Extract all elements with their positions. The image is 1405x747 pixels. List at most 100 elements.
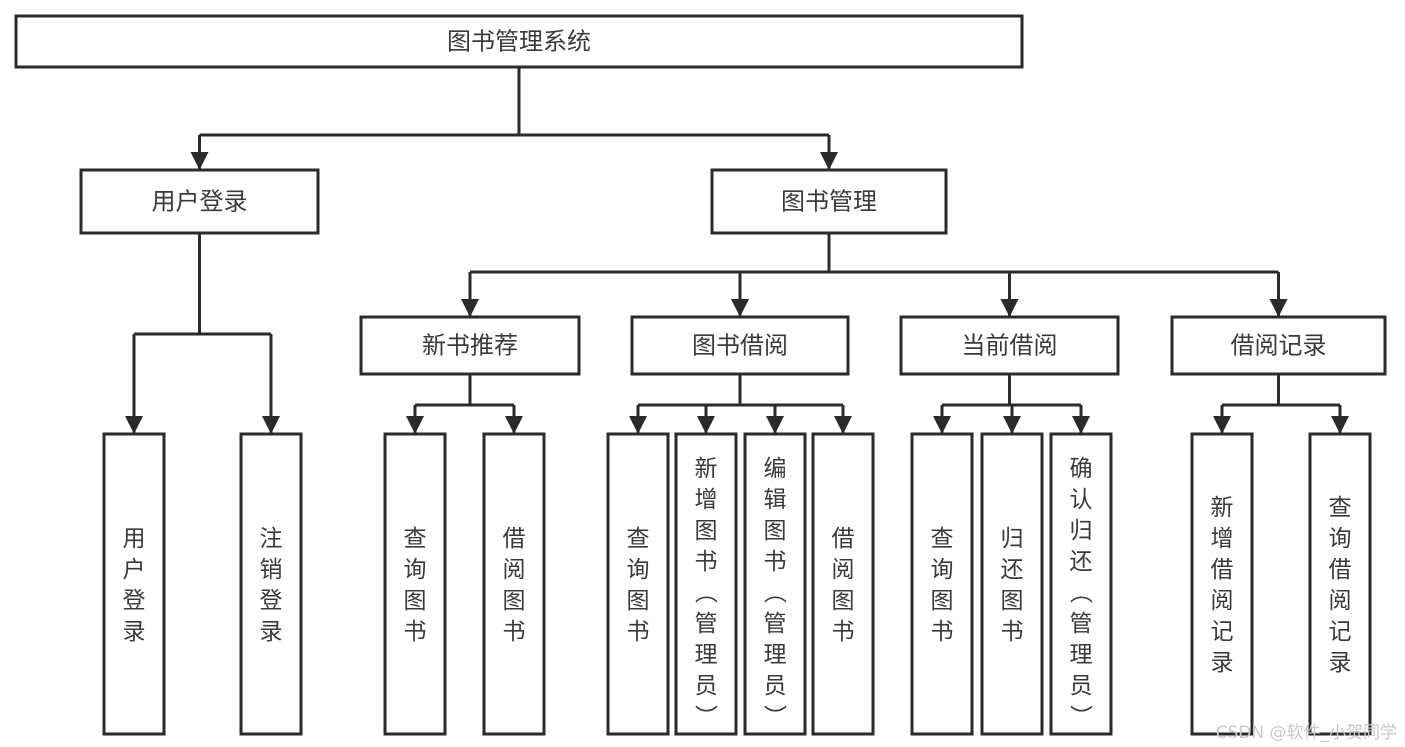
node-label-char: 图 xyxy=(503,588,526,614)
node-current-borrow[interactable]: 当前借阅 xyxy=(899,315,1120,376)
node-label-char: 录 xyxy=(260,619,283,645)
node-label-char: 书 xyxy=(404,619,427,645)
node-label-char: 员 xyxy=(1070,673,1093,699)
arrow-head xyxy=(406,416,424,434)
node-label-char: 确 xyxy=(1070,456,1093,482)
node-root[interactable]: 图书管理系统 xyxy=(14,14,1024,69)
node-box[interactable] xyxy=(14,14,1024,69)
node-label-char: 图 xyxy=(764,518,787,544)
node-new-book[interactable]: 新书推荐 xyxy=(359,315,581,376)
node-box[interactable] xyxy=(482,432,546,736)
node-label-char: 书 xyxy=(1001,619,1024,645)
node-label: 图书借阅 xyxy=(692,332,788,360)
node-box[interactable] xyxy=(899,315,1120,376)
edge-layer xyxy=(125,67,1349,434)
node-label: 当前借阅 xyxy=(962,332,1058,360)
arrow-head xyxy=(461,299,479,317)
node-box[interactable] xyxy=(359,315,581,376)
node-label-char: 管 xyxy=(1070,611,1093,637)
node-label-char: 用 xyxy=(123,526,146,552)
node-label-char: 借 xyxy=(832,526,855,552)
node-label-char: 阅 xyxy=(1211,588,1234,614)
node-label-char: 编 xyxy=(764,456,787,482)
node-label-char: 阅 xyxy=(503,557,526,583)
node-box[interactable] xyxy=(1049,432,1113,736)
node-layer: 图书管理系统用户登录图书管理新书推荐图书借阅当前借阅借阅记录用户登录注销登录查询… xyxy=(14,14,1387,736)
node-label: 图书管理 xyxy=(781,188,877,216)
node-label-char: 借 xyxy=(1211,557,1234,583)
node-leaf-login[interactable]: 用户登录 xyxy=(102,432,166,736)
node-box[interactable] xyxy=(630,315,850,376)
node-label-char: 员 xyxy=(695,673,718,699)
arrow-head xyxy=(1003,416,1021,434)
node-box[interactable] xyxy=(102,432,166,736)
arrow-head xyxy=(731,299,749,317)
node-label-char: 书 xyxy=(503,619,526,645)
arrow-head xyxy=(1213,416,1231,434)
node-box[interactable] xyxy=(743,432,807,736)
arrow-head xyxy=(190,152,209,170)
node-label-char: 查 xyxy=(404,526,427,552)
node-label-char: 理 xyxy=(695,642,718,668)
arrow-head xyxy=(820,152,838,170)
node-label-char: 录 xyxy=(123,619,146,645)
arrow-head xyxy=(1331,416,1349,434)
node-label-char: 增 xyxy=(1211,526,1234,552)
node-label-char: 询 xyxy=(404,557,427,583)
node-box[interactable] xyxy=(1190,432,1254,736)
node-borrow-record[interactable]: 借阅记录 xyxy=(1170,315,1387,376)
node-box[interactable] xyxy=(710,168,948,235)
node-label-char: 登 xyxy=(123,588,146,614)
node-box[interactable] xyxy=(606,432,670,736)
node-box[interactable] xyxy=(239,432,303,736)
node-label-char: 书 xyxy=(695,549,718,575)
node-label-char: 认 xyxy=(1070,487,1093,513)
watermark-label: CSDN @软件_小贺同学 xyxy=(1215,723,1397,743)
node-label-char: 归 xyxy=(1001,526,1024,552)
node-label-char: 借 xyxy=(1329,557,1352,583)
node-box[interactable] xyxy=(383,432,447,736)
node-label-char: 销 xyxy=(260,557,283,583)
arrow-head xyxy=(125,416,143,434)
node-box[interactable] xyxy=(674,432,738,736)
node-label-char: 注 xyxy=(260,526,283,552)
node-label-char: 阅 xyxy=(832,557,855,583)
node-book-borrow[interactable]: 图书借阅 xyxy=(630,315,850,376)
arrow-head xyxy=(834,416,852,434)
node-label-char: ） xyxy=(692,705,718,728)
node-label-char: 录 xyxy=(1211,650,1234,676)
node-label-char: 图 xyxy=(404,588,427,614)
node-label-char: 新 xyxy=(695,456,718,482)
node-label-char: 查 xyxy=(627,526,650,552)
node-box[interactable] xyxy=(910,432,974,736)
node-label-char: 图 xyxy=(931,588,954,614)
node-label-char: （ xyxy=(761,581,787,604)
node-box[interactable] xyxy=(980,432,1044,736)
node-label-char: 图 xyxy=(627,588,650,614)
node-box[interactable] xyxy=(79,168,320,235)
node-label-char: 询 xyxy=(627,557,650,583)
node-label-char: 书 xyxy=(764,549,787,575)
node-label-char: 借 xyxy=(503,526,526,552)
node-box[interactable] xyxy=(1308,432,1372,736)
node-box[interactable] xyxy=(1170,315,1387,376)
node-box[interactable] xyxy=(811,432,875,736)
node-label-char: 辑 xyxy=(764,487,787,513)
node-user-login[interactable]: 用户登录 xyxy=(79,168,320,235)
node-label: 借阅记录 xyxy=(1231,332,1327,360)
node-label-char: 书 xyxy=(627,619,650,645)
node-book-manage[interactable]: 图书管理 xyxy=(710,168,948,235)
